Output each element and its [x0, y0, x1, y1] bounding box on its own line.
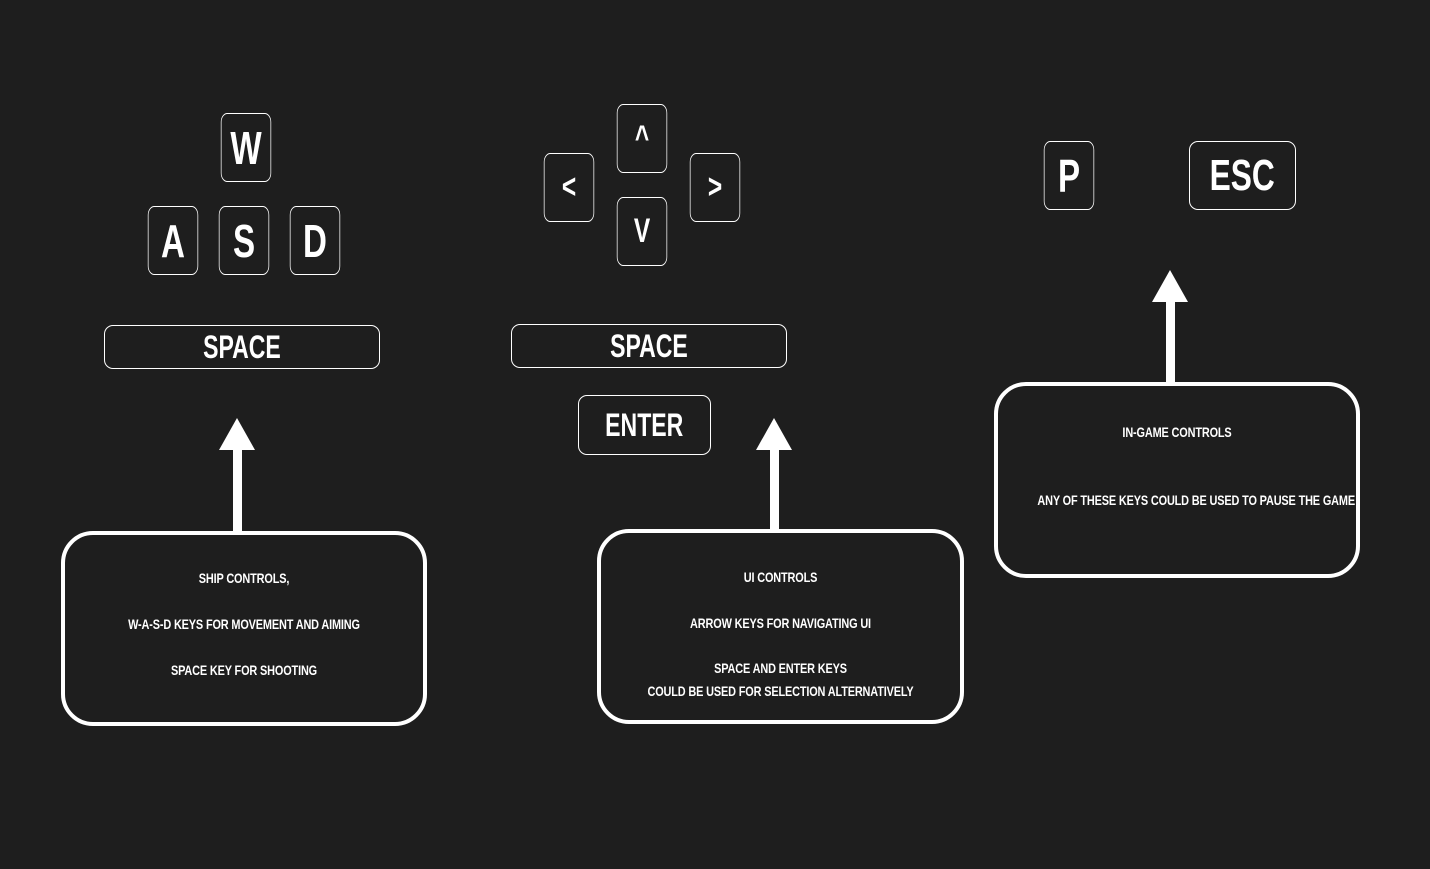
key-enter: ENTER [578, 395, 711, 455]
ui-controls-panel: UI Controls Arrow keys for navigating UI… [597, 529, 964, 724]
key-arrow-left: < [543, 153, 595, 222]
ship-controls-panel: Ship Controls, W-A-S-D keys for movement… [61, 531, 427, 726]
arrow-up-icon [756, 418, 792, 450]
key-arrow-down: v [616, 197, 668, 266]
arrow-up-icon [1152, 270, 1188, 302]
key-space-ship: SPACE [104, 325, 380, 369]
ship-controls-title: Ship Controls, [198, 570, 290, 586]
arrow-up-icon [219, 418, 255, 450]
key-esc: ESC [1189, 141, 1296, 210]
ingame-controls-pause-text: Any of these keys could be used to pause… [1037, 492, 1355, 508]
key-a: A [147, 206, 199, 275]
key-arrow-right: > [689, 153, 741, 222]
ui-controls-selection-text-2: could be used for selection alternativel… [647, 683, 914, 699]
ui-controls-navigation-text: Arrow keys for navigating UI [690, 615, 871, 631]
ui-controls-title: UI Controls [743, 569, 818, 585]
key-space-ui: SPACE [511, 324, 787, 368]
key-w: W [220, 113, 272, 182]
key-d: D [289, 206, 341, 275]
ingame-controls-title: In-Game Controls [1122, 424, 1232, 440]
ship-controls-shooting-text: Space key for shooting [170, 662, 318, 678]
key-p: P [1043, 141, 1095, 210]
key-s: S [218, 206, 270, 275]
ui-controls-selection-text: Space and enter keys [714, 660, 847, 676]
arrow-shaft [233, 448, 242, 532]
arrow-shaft [770, 448, 779, 531]
arrow-shaft [1166, 300, 1175, 384]
ingame-controls-panel: In-Game Controls Any of these keys could… [994, 382, 1360, 578]
ship-controls-movement-text: W-A-S-D keys for movement and aiming [128, 616, 360, 632]
key-arrow-up: ^ [616, 104, 668, 173]
